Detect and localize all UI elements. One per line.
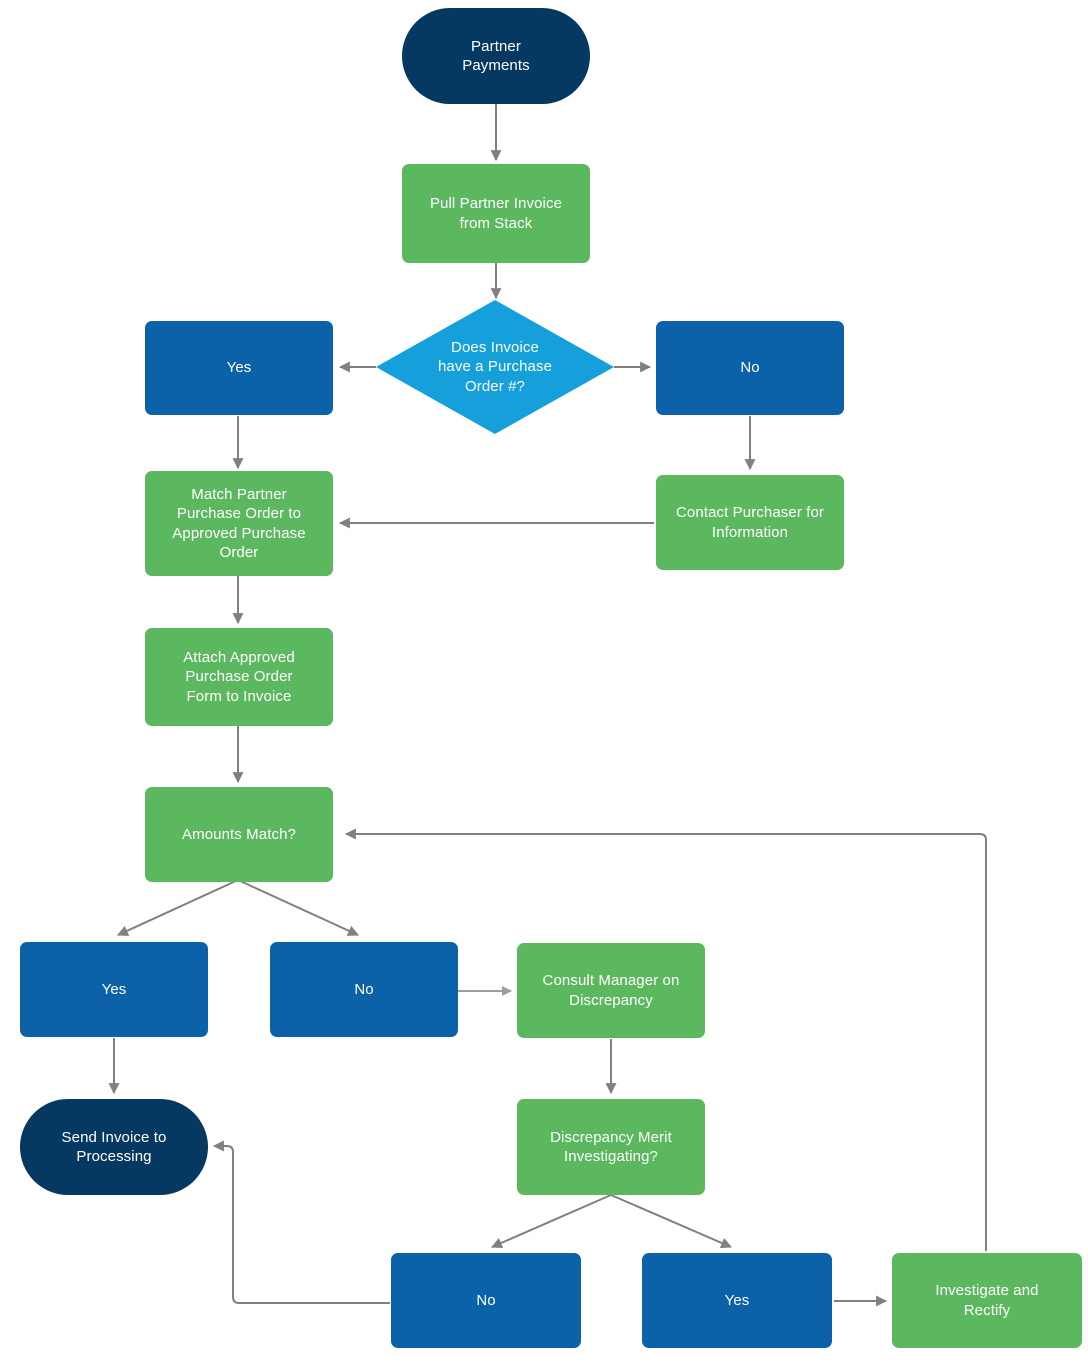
node-po-answer-no[interactable]: No bbox=[656, 321, 844, 415]
node-send-invoice-to-processing[interactable]: Send Invoice to Processing bbox=[20, 1099, 208, 1195]
node-label: No bbox=[476, 1291, 496, 1309]
node-investigate-and-rectify[interactable]: Investigate and Rectify bbox=[892, 1253, 1082, 1348]
node-amounts-match[interactable]: Amounts Match? bbox=[145, 787, 333, 882]
edge-merit-to-no bbox=[490, 1194, 612, 1249]
node-label: Yes bbox=[101, 980, 127, 998]
node-match-partner-po[interactable]: Match Partner Purchase Order to Approved… bbox=[145, 471, 333, 576]
node-label: Match Partner Purchase Order to Approved… bbox=[172, 485, 306, 562]
node-discrepancy-merit-investigating[interactable]: Discrepancy Merit Investigating? bbox=[517, 1099, 705, 1195]
node-label: Investigate and Rectify bbox=[935, 1282, 1039, 1319]
node-label: Send Invoice to Processing bbox=[61, 1128, 167, 1166]
node-attach-approved-po-form[interactable]: Attach Approved Purchase Order Form to I… bbox=[145, 628, 333, 726]
edge-amounts-match-to-yes bbox=[117, 879, 239, 936]
node-po-answer-yes[interactable]: Yes bbox=[145, 321, 333, 415]
node-label: Amounts Match? bbox=[182, 825, 296, 843]
node-does-invoice-have-po[interactable]: Does Invoice have a Purchase Order #? bbox=[376, 300, 614, 434]
node-label: No bbox=[740, 359, 760, 377]
edge-merit-no-to-send-invoice bbox=[212, 1140, 390, 1304]
node-merit-answer-no[interactable]: No bbox=[391, 1253, 581, 1348]
node-label: Does Invoice have a Purchase Order #? bbox=[437, 338, 553, 395]
node-label: Yes bbox=[226, 359, 252, 377]
node-label: Partner Payments bbox=[462, 37, 530, 75]
node-consult-manager[interactable]: Consult Manager on Discrepancy bbox=[517, 943, 705, 1038]
node-label: Pull Partner Invoice from Stack bbox=[429, 195, 563, 232]
node-label: Discrepancy Merit Investigating? bbox=[550, 1128, 672, 1166]
node-merit-answer-yes[interactable]: Yes bbox=[642, 1253, 832, 1348]
node-label: Yes bbox=[724, 1291, 750, 1309]
node-partner-payments[interactable]: Partner Payments bbox=[402, 8, 590, 104]
node-amounts-answer-yes[interactable]: Yes bbox=[20, 942, 208, 1037]
node-label: Attach Approved Purchase Order Form to I… bbox=[183, 648, 295, 705]
node-label: Consult Manager on Discrepancy bbox=[542, 972, 680, 1009]
node-amounts-answer-no[interactable]: No bbox=[270, 942, 458, 1037]
node-contact-purchaser[interactable]: Contact Purchaser for Information bbox=[656, 475, 844, 570]
node-pull-partner-invoice[interactable]: Pull Partner Invoice from Stack bbox=[402, 164, 590, 263]
edge-amounts-match-to-no bbox=[237, 879, 359, 936]
node-label: Contact Purchaser for Information bbox=[676, 504, 824, 541]
node-label: No bbox=[354, 980, 374, 998]
edge-merit-to-yes bbox=[610, 1194, 733, 1249]
